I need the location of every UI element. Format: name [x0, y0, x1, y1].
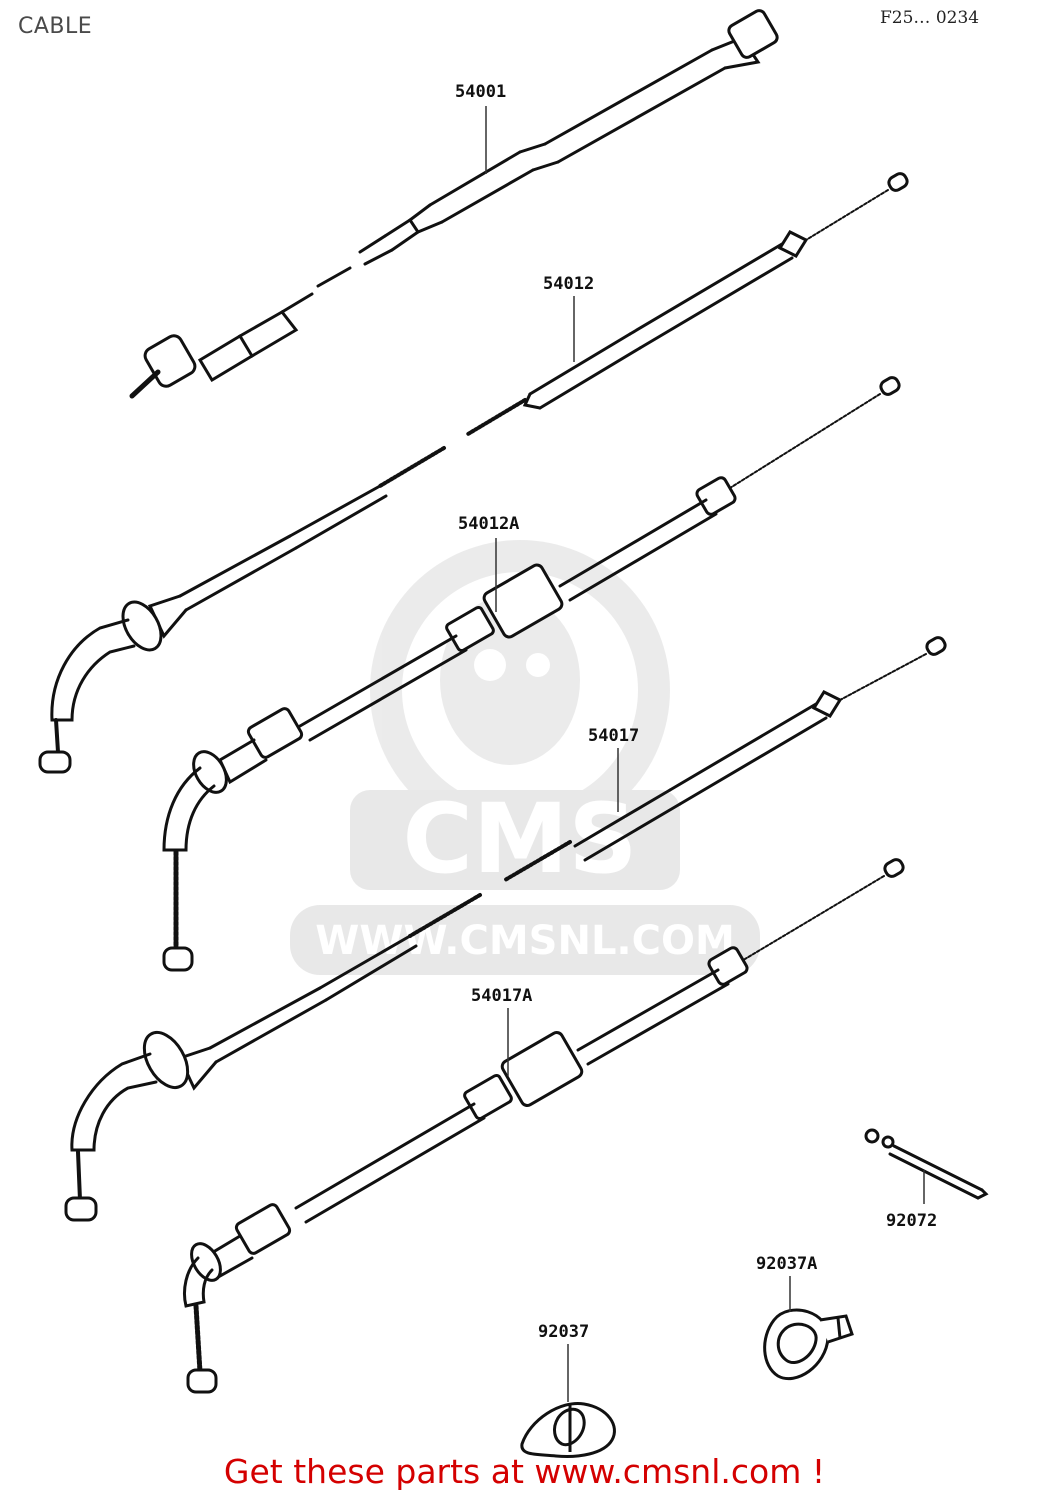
cable-54017: [64, 633, 949, 1222]
watermark-logo: CMS WWW.CMSNL.COM: [290, 540, 760, 975]
figure-code: F25… 0234: [880, 8, 980, 28]
cable-54001: [129, 9, 779, 399]
part-label-54012: 54012: [543, 274, 595, 294]
promo-link[interactable]: Get these parts at www.cmsnl.com !: [223, 1452, 826, 1491]
part-92072-rod: [864, 1128, 989, 1200]
cable-54017A: [183, 855, 907, 1394]
watermark-logo-text: CMS: [402, 783, 637, 895]
part-92037A-clip: [763, 1308, 854, 1381]
cable-54012A: [162, 373, 903, 972]
part-label-92037: 92037: [538, 1322, 590, 1342]
part-92037-clip: [520, 1402, 616, 1458]
part-label-54017A: 54017A: [471, 986, 533, 1006]
part-label-54017: 54017: [588, 726, 640, 746]
leader-lines: [485, 106, 925, 1402]
part-label-54012A: 54012A: [458, 514, 520, 534]
part-label-54001: 54001: [455, 82, 507, 102]
part-label-92037A: 92037A: [756, 1254, 818, 1274]
watermark-url-text: WWW.CMSNL.COM: [315, 918, 735, 964]
cable-54012: [38, 169, 911, 774]
section-title: CABLE: [18, 14, 93, 39]
part-label-92072: 92072: [886, 1211, 938, 1231]
